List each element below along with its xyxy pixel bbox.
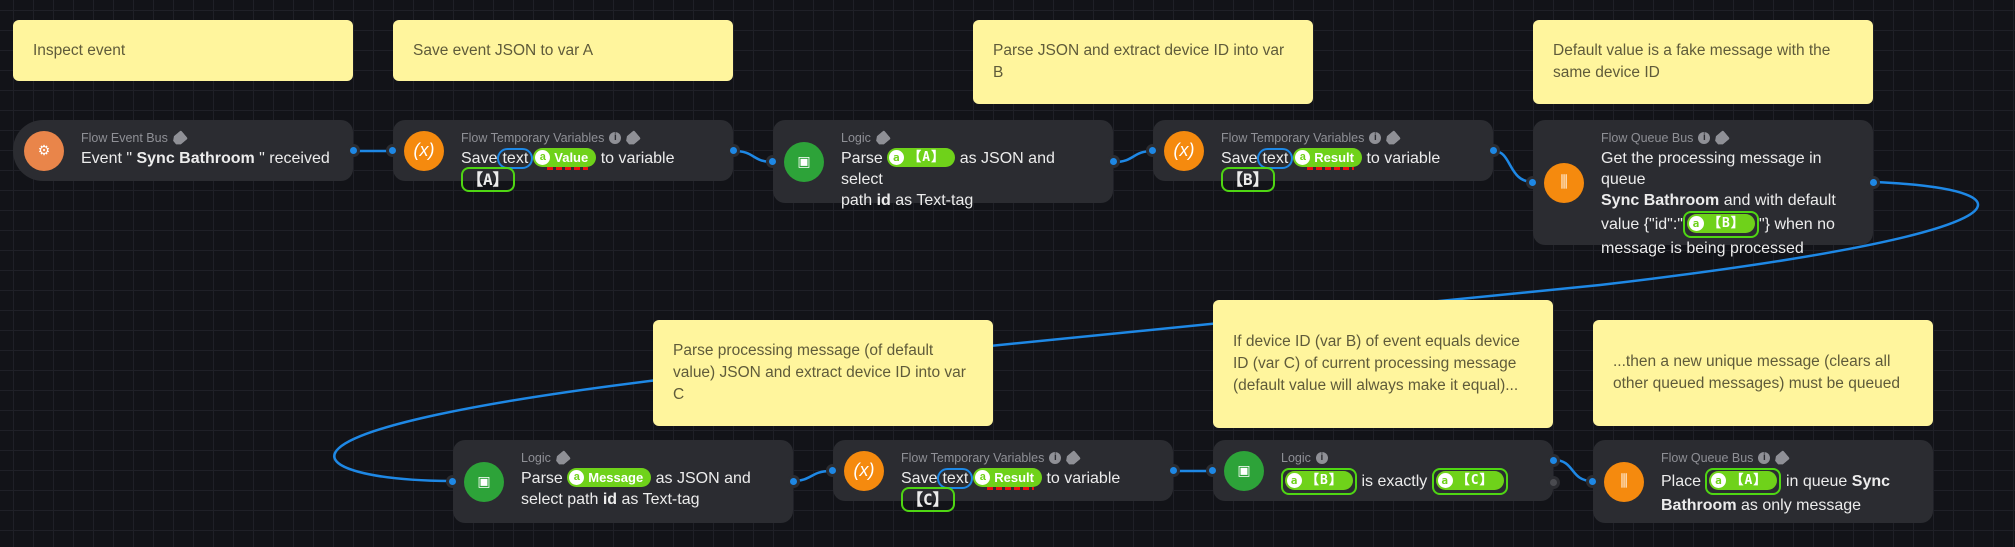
output-port[interactable]	[1110, 158, 1117, 165]
note-compare-ids[interactable]: If device ID (var B) of event equals dev…	[1213, 300, 1553, 428]
wire-save-a-to-parse-a	[733, 149, 774, 164]
tag-icon[interactable]	[554, 450, 571, 467]
info-icon[interactable]: i	[1315, 452, 1328, 464]
note-inspect-event[interactable]: Inspect event	[13, 20, 353, 81]
output-port[interactable]	[1870, 179, 1877, 186]
card-category: Flow Queue Bus	[1601, 131, 1694, 145]
input-port[interactable]	[769, 158, 776, 165]
info-icon[interactable]: i	[609, 132, 622, 144]
info-icon[interactable]: i	[1758, 452, 1771, 464]
tag-icon[interactable]	[874, 130, 891, 147]
input-port[interactable]	[1589, 478, 1596, 485]
info-icon[interactable]: i	[1698, 132, 1711, 144]
tag-icon[interactable]	[1713, 130, 1730, 147]
queue-icon: ⫼	[1604, 461, 1644, 502]
wire-parse-a-to-save-b	[1113, 149, 1154, 164]
input-port[interactable]	[389, 147, 396, 154]
variable-chip[interactable]: a【C】	[1435, 471, 1504, 491]
output-port-true[interactable]	[1550, 457, 1557, 464]
input-port[interactable]	[1209, 467, 1216, 474]
input-port[interactable]	[1529, 179, 1536, 186]
type-selector[interactable]: text	[1257, 148, 1294, 169]
card-category: Logic	[521, 451, 551, 465]
card-category: Flow Temporary Variables	[901, 451, 1045, 465]
variable-name[interactable]: 【C】	[901, 487, 955, 512]
logic-icon: ▣	[464, 461, 504, 502]
info-icon[interactable]: i	[1049, 452, 1062, 464]
card-event-received[interactable]: ⚙ Flow Event Bus Event " Sync Bathroom "…	[13, 120, 357, 181]
info-icon[interactable]: i	[1369, 132, 1382, 144]
wire-parse-message-to-save-c	[791, 469, 832, 483]
output-port[interactable]	[790, 478, 797, 485]
note-parse-var-c[interactable]: Parse processing message (of default val…	[653, 320, 993, 426]
note-default-value[interactable]: Default value is a fake message with the…	[1533, 20, 1873, 104]
variable-icon: (x)	[1164, 130, 1204, 171]
variable-chip[interactable]: a【B】	[1686, 214, 1755, 234]
output-port-false[interactable]	[1550, 479, 1557, 486]
variable-chip[interactable]: a【A】	[1709, 471, 1778, 491]
default-value-field[interactable]: a【B】	[1682, 211, 1759, 238]
output-port[interactable]	[730, 147, 737, 154]
output-port[interactable]	[350, 147, 357, 154]
input-port[interactable]	[1149, 147, 1156, 154]
card-category: Flow Event Bus	[81, 131, 168, 145]
tag-icon[interactable]	[624, 130, 641, 147]
tag-icon[interactable]	[1773, 450, 1790, 467]
type-selector[interactable]: text	[497, 148, 534, 169]
left-operand[interactable]: a【B】	[1281, 468, 1357, 495]
card-category: Logic	[1281, 451, 1311, 465]
wire-save-b-to-queue-get	[1493, 149, 1534, 184]
input-port[interactable]	[449, 478, 456, 485]
variable-name[interactable]: 【A】	[461, 167, 515, 192]
note-parse-var-b[interactable]: Parse JSON and extract device ID into va…	[973, 20, 1313, 104]
logic-icon: ▣	[1224, 450, 1264, 491]
tag-icon[interactable]	[171, 130, 188, 147]
tag-icon[interactable]	[1064, 450, 1081, 467]
variable-chip[interactable]: a【B】	[1285, 471, 1353, 491]
wire-compare-to-queue-place	[1553, 458, 1593, 483]
note-queue-new[interactable]: ...then a new unique message (clears all…	[1593, 320, 1933, 426]
output-port[interactable]	[1170, 467, 1177, 474]
variable-chip[interactable]: a【A】	[887, 148, 956, 168]
tag-icon[interactable]	[1384, 130, 1401, 147]
type-selector[interactable]: text	[937, 468, 974, 489]
right-operand[interactable]: a【C】	[1431, 468, 1508, 495]
logic-icon: ▣	[784, 141, 824, 182]
event-bus-icon: ⚙	[24, 130, 64, 171]
variable-name[interactable]: 【B】	[1221, 167, 1275, 192]
card-category: Flow Queue Bus	[1661, 451, 1754, 465]
card-category: Flow Temporary Variables	[461, 131, 605, 145]
variable-icon: (x)	[404, 130, 444, 171]
card-category: Flow Temporary Variables	[1221, 131, 1365, 145]
note-save-var-a[interactable]: Save event JSON to var A	[393, 20, 733, 81]
queue-icon: ⫼	[1544, 162, 1584, 203]
message-field[interactable]: a【A】	[1705, 468, 1782, 495]
card-category: Logic	[841, 131, 871, 145]
input-port[interactable]	[829, 467, 836, 474]
variable-icon: (x)	[844, 450, 884, 491]
output-port[interactable]	[1490, 147, 1497, 154]
